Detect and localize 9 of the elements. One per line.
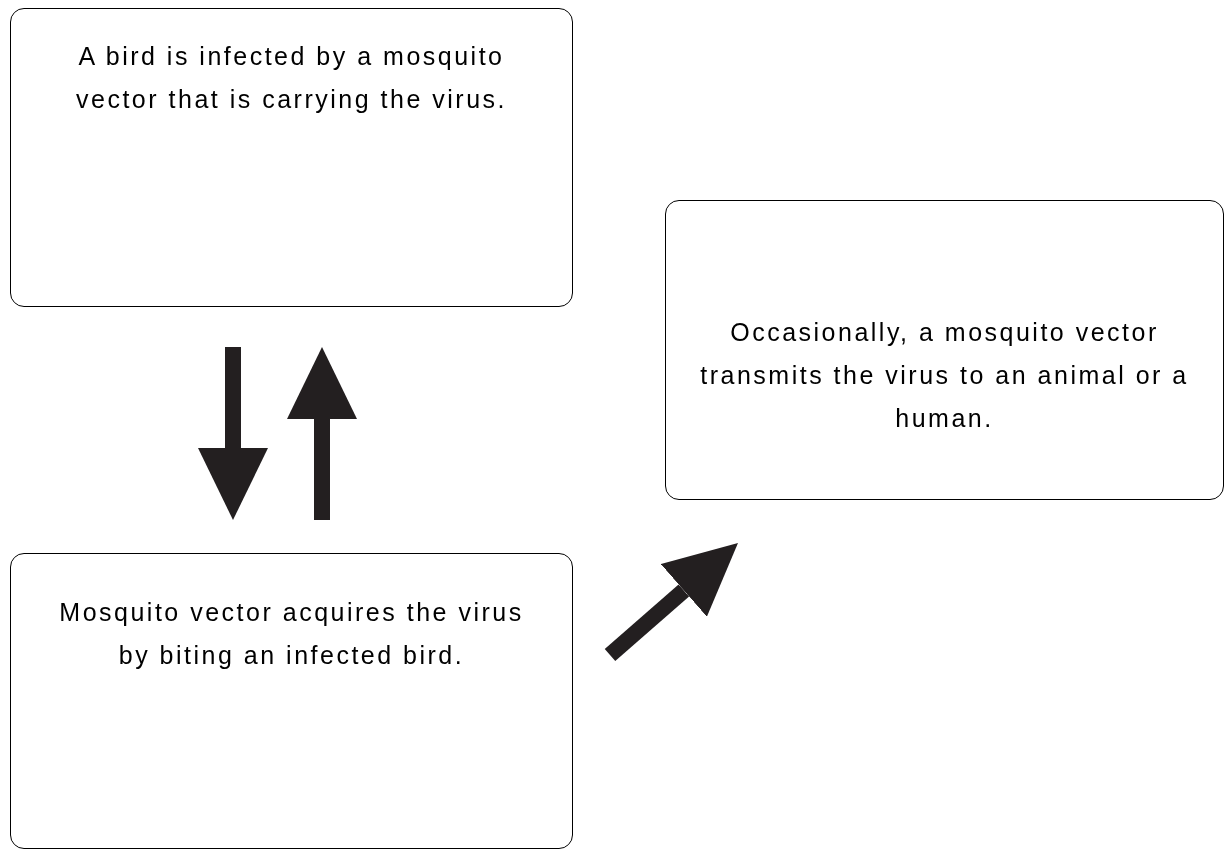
- box-text: A bird is infected by a mosquito vector that is carrying the virus.: [75, 41, 508, 115]
- arrow: [287, 347, 357, 520]
- text-box: [665, 200, 1224, 500]
- arrow: [198, 347, 268, 520]
- text-box: [10, 553, 573, 849]
- box-text: Occasionally, a mosquito vector transmits the virus to an animal or a human.: [699, 317, 1190, 434]
- box-text: Mosquito vector acquires the virus by biting an infected bird.: [58, 597, 525, 671]
- arrow: [604, 543, 738, 662]
- text-box: [10, 8, 573, 307]
